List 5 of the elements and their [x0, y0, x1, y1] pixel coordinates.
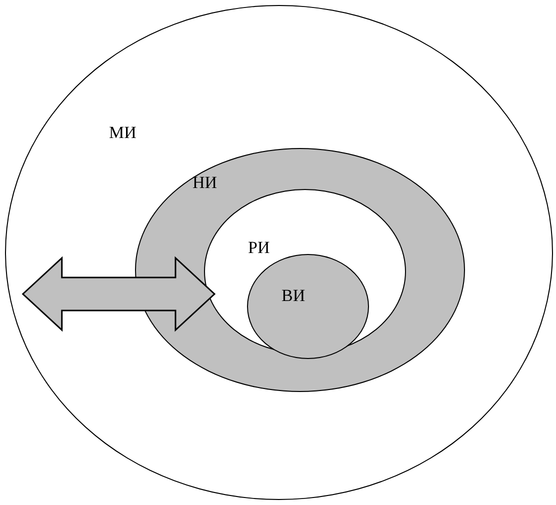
region-label: НИ	[192, 172, 218, 192]
region-label: МИ	[109, 123, 136, 143]
region-label: РИ	[248, 238, 270, 258]
region-label: ВИ	[282, 286, 306, 306]
double-arrow	[22, 256, 216, 332]
